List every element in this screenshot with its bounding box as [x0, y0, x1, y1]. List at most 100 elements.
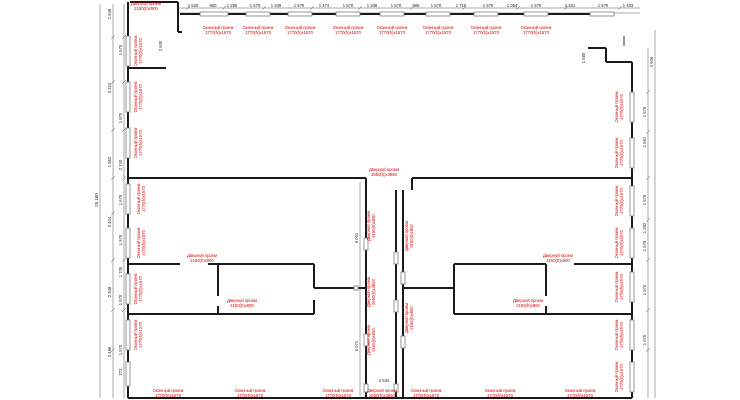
label-window-top-3: Оконный проем — [285, 25, 316, 30]
size-door-left-inner: 2150(h)x800 — [230, 303, 254, 308]
dim-right-3: 1 661 — [642, 136, 647, 147]
size-window-left-4: 1770(h)x1570 — [141, 185, 146, 212]
size-door-corridor: 2650(h)x3850 — [371, 172, 398, 177]
dim-left-10: 1 700 — [118, 266, 123, 277]
label-window-right-7: Оконный проем — [614, 362, 619, 393]
size-door-left-room: 2150(h)x900 — [190, 258, 214, 263]
dim-overall-height: 25 180 — [94, 193, 99, 207]
dim-top-1: 1 526 — [188, 3, 199, 8]
door-labels: Дверной проем 2650(h)x3850 Дверной проем… — [187, 167, 573, 355]
size-window-left-5: 1770(h)x1570 — [141, 229, 146, 256]
dim-inner-1: 6 001 — [354, 232, 359, 243]
label-door-center-1: Дверной проем — [366, 211, 371, 241]
dim-right-4: 1 570 — [642, 194, 647, 205]
top-window-labels: Дверной проем 2150(h)x900 Оконный проем … — [131, 1, 551, 35]
dim-top-11: 965 — [413, 3, 421, 8]
dim-top-5: 1 349 — [271, 3, 282, 8]
size-window-bottom-1: 1770(h)x1570 — [155, 393, 182, 398]
label-window-right-5: Оконный проем — [614, 272, 619, 303]
label-window-left-1: Оконный проем — [133, 36, 138, 67]
walls — [127, 1, 633, 399]
dim-left-8: 3 404 — [107, 216, 112, 227]
label-window-top-8: Оконный проем — [521, 25, 552, 30]
dim-right-6: 1 570 — [642, 240, 647, 251]
label-window-top-6: Оконный проем — [423, 25, 454, 30]
label-window-top-7: Оконный проем — [471, 25, 502, 30]
label-door-corridor: Дверной проем — [369, 167, 399, 172]
dim-left-15: 272 — [118, 368, 123, 376]
dim-right-5: 1 282 — [642, 222, 647, 233]
size-window-bottom-4: 1770(h)x1570 — [413, 393, 440, 398]
dim-inner-4: 2 600 — [158, 40, 163, 51]
dim-left-11: 2 948 — [107, 286, 112, 297]
label-door-left-room: Дверной проем — [187, 253, 217, 258]
label-window-right-2: Оконный проем — [614, 138, 619, 169]
dim-top-6: 1 570 — [294, 3, 305, 8]
label-window-top-1: Оконный проем — [203, 25, 234, 30]
size-window-bottom-6: 1770(h)x1570 — [567, 393, 594, 398]
label-window-left-3: Оконный проем — [133, 128, 138, 159]
label-window-right-1: Оконный проем — [614, 92, 619, 123]
label-window-right-6: Оконный проем — [614, 320, 619, 351]
size-window-right-4: 1770(h)x1570 — [619, 229, 624, 256]
label-door-center-2: Дверной проем — [366, 277, 371, 307]
size-window-right-3: 1770(h)x1570 — [619, 187, 624, 214]
top-dimension-values: 1 526 960 1 280 1 570 1 349 1 570 1 474 … — [188, 3, 634, 8]
dim-top-7: 1 474 — [319, 3, 330, 8]
size-door-center-5: 2150(h)x800 — [409, 306, 414, 330]
size-window-right-5: 1770(h)x1570 — [619, 273, 624, 300]
dim-corridor-width: 2 534 — [379, 378, 390, 383]
dim-left-13: 2 496 — [107, 346, 112, 357]
label-window-left-4: Оконный проем — [136, 184, 141, 215]
label-door-right-room: Дверной проем — [543, 253, 573, 258]
size-door-center-1: 2150(h)x900 — [371, 214, 376, 238]
label-window-left-6: Оконный проем — [133, 274, 138, 305]
size-window-left-1: 1770(h)x1670 — [138, 37, 143, 64]
dim-left-14: 1 570 — [118, 344, 123, 355]
right-dimension-values: 4 606 1 570 1 661 1 570 1 282 1 570 1 57… — [642, 56, 654, 345]
dim-inner-3: 1 580 — [581, 52, 586, 63]
size-window-right-6: 1770(h)x1570 — [619, 321, 624, 348]
dim-inner-2: 6 071 — [354, 340, 359, 351]
label-window-bottom-4: Оконный проем — [411, 388, 442, 393]
label-door-right-inner: Дверной проем — [513, 298, 543, 303]
dim-left-4: 1 870 — [118, 112, 123, 123]
dim-top-13: 1 710 — [456, 3, 467, 8]
dim-left-2: 1 670 — [118, 44, 123, 55]
dim-right-7: 1 570 — [642, 284, 647, 295]
label-window-left-5: Оконный проем — [136, 228, 141, 259]
size-window-top-3: 1770(h)x1570 — [287, 30, 314, 35]
dim-left-5: 1 862 — [107, 156, 112, 167]
size-door-right-inner: 2150(h)x800 — [516, 303, 540, 308]
dim-right-8: 1 570 — [642, 334, 647, 345]
dim-left-3: 3 324 — [107, 82, 112, 93]
size-door-top-left: 2150(h)x900 — [134, 6, 158, 11]
dim-top-10: 1 570 — [391, 3, 402, 8]
size-window-top-6: 1770(h)x1570 — [425, 30, 452, 35]
size-door-center-3: 2150(h)x900 — [371, 328, 376, 352]
dim-top-18: 1 570 — [598, 3, 609, 8]
dim-left-6: 2 740 — [118, 159, 123, 170]
size-door-bottom: 2650(h)x3850 — [369, 393, 396, 398]
window-frames-left — [125, 35, 131, 387]
size-window-top-7: 1770(h)x1570 — [473, 30, 500, 35]
size-window-left-7: 1770(h)x1570 — [138, 321, 143, 348]
label-door-center-4: Дверной проем — [404, 221, 409, 251]
dim-left-7: 1 670 — [118, 194, 123, 205]
label-window-bottom-3: Оконный проем — [323, 388, 354, 393]
label-door-bottom: Дверной проем — [367, 388, 397, 393]
label-door-center-3: Дверной проем — [366, 325, 371, 355]
left-dimension-values: 25 180 1 649 1 670 3 324 1 870 1 862 2 7… — [94, 8, 123, 375]
label-window-bottom-1: Оконный проем — [153, 388, 184, 393]
size-window-right-2: 1770(h)x1570 — [619, 139, 624, 166]
size-window-bottom-5: 1770(h)x1570 — [487, 393, 514, 398]
label-window-left-7: Оконный проем — [133, 320, 138, 351]
dim-top-15: 1 054 — [507, 3, 518, 8]
size-window-left-2: 1770(h)x1870 — [138, 83, 143, 110]
right-window-labels: Оконный проем 1770(h)x1570 Оконный проем… — [614, 92, 624, 393]
dim-top-16: 1 570 — [531, 3, 542, 8]
inner-dimension-values: 6 001 6 071 2 534 1 580 2 600 — [158, 40, 586, 396]
size-window-left-3: 1770(h)x1670 — [138, 129, 143, 156]
dim-top-14: 1 570 — [483, 3, 494, 8]
